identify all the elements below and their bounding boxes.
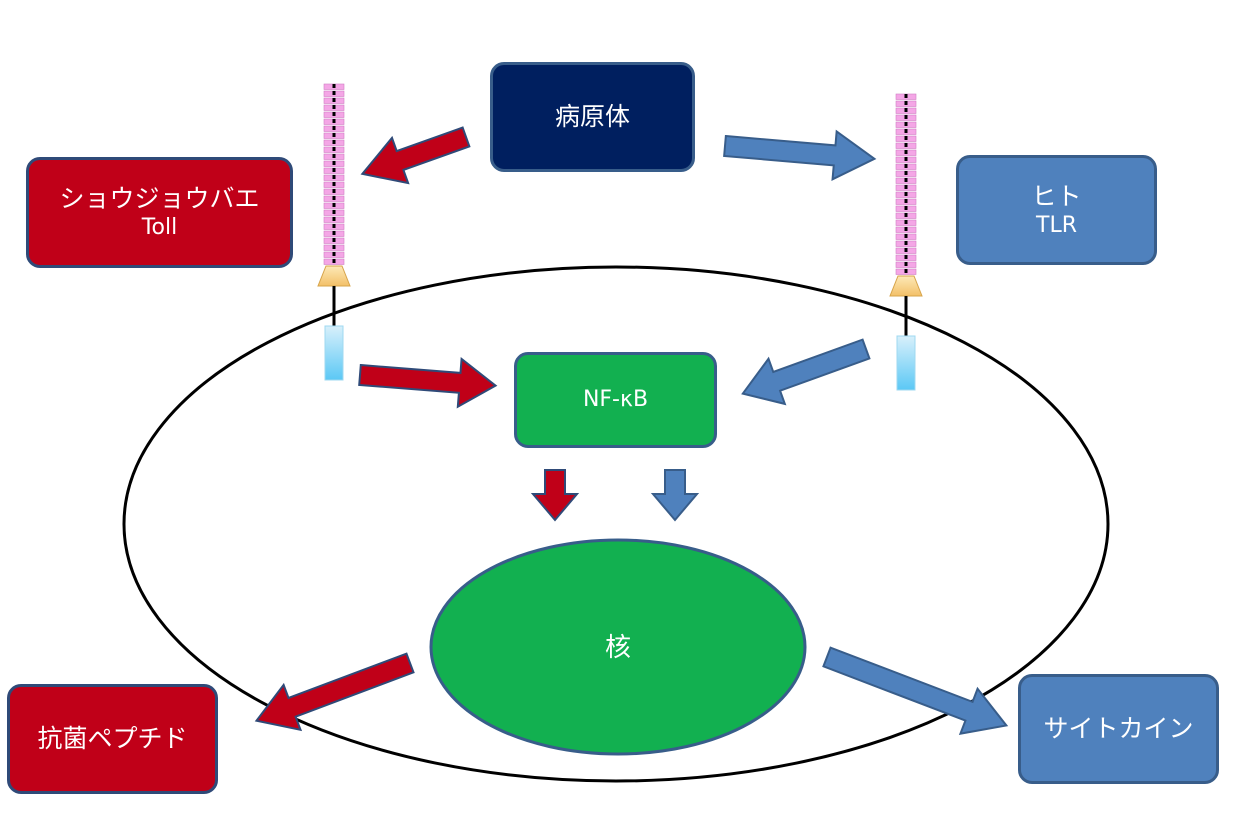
arrow-nucleus-to-cytokine: [822, 646, 1009, 735]
arrow-tlr-to-nfkb: [741, 338, 871, 406]
arrow-nfkb-to-nucleus-blue: [650, 469, 700, 522]
human-tlr-box: ヒト TLR: [956, 155, 1157, 265]
pathogen-label: 病原体: [554, 102, 630, 132]
arrow-pathogen-to-tlr: [723, 129, 877, 181]
human-tlr-receptor: [889, 93, 923, 391]
nfkb-box: NF-κB: [514, 352, 717, 448]
cytoplasmic-tail: [324, 325, 344, 381]
nfkb-label: NF-κB: [582, 387, 649, 413]
pathogen-box: 病原体: [490, 62, 695, 172]
drosophila-toll-box: ショウジョウバエ Toll: [26, 157, 293, 268]
transmembrane-domain: [317, 265, 351, 287]
amp-label: 抗菌ペプチド: [37, 724, 188, 754]
arrow-nucleus-to-amp: [254, 652, 415, 732]
tlr-label: TLR: [1036, 212, 1077, 238]
cytokine-label: サイトカイン: [1043, 714, 1194, 744]
human-label: ヒト: [1031, 181, 1082, 211]
cell-membrane: [122, 265, 1110, 783]
arrow-toll-to-nfkb: [358, 356, 498, 409]
arrow-pathogen-to-toll: [360, 126, 471, 185]
cytokine-box: サイトカイン: [1018, 674, 1219, 784]
nucleus-label: 核: [605, 633, 631, 663]
cytoplasmic-tail: [896, 335, 916, 391]
toll-label: Toll: [141, 215, 178, 241]
transmembrane-domain: [889, 275, 923, 297]
drosophila-label: ショウジョウバエ: [59, 184, 260, 214]
nucleus: [429, 538, 807, 756]
drosophila-toll-receptor: [317, 83, 351, 381]
arrow-nfkb-to-nucleus-red: [530, 469, 580, 522]
amp-box: 抗菌ペプチド: [7, 684, 218, 794]
